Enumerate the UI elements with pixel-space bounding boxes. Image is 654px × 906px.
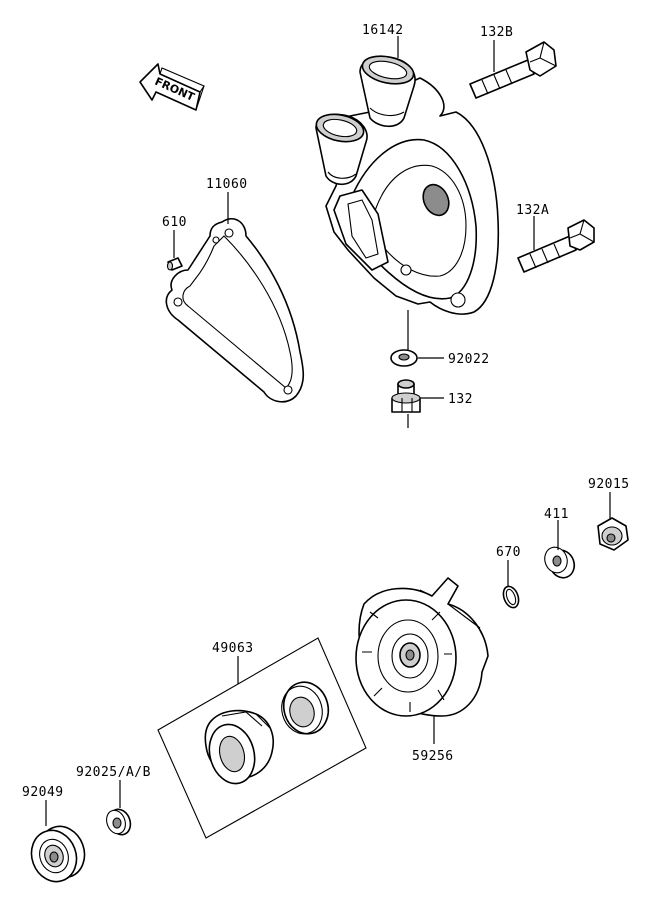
pump-cover (315, 55, 500, 315)
bolt-132a (517, 219, 595, 273)
cap-nut (597, 517, 629, 551)
label-670: 670 (496, 545, 521, 560)
part-labels: 16142 132B 11060 610 132A 92022 132 9201… (22, 23, 630, 800)
label-92025: 92025/A/B (76, 765, 151, 780)
drain-bolt-132 (391, 379, 421, 413)
bearing (30, 825, 86, 883)
label-132b: 132B (480, 25, 513, 40)
front-direction-arrow: FRONT (139, 63, 205, 111)
label-49063: 49063 (212, 641, 254, 656)
oil-seal (106, 808, 132, 836)
dowel-pin (166, 257, 183, 271)
seal-set (157, 637, 367, 839)
label-411: 411 (544, 507, 569, 522)
label-132a: 132A (516, 203, 549, 218)
label-16142: 16142 (362, 23, 404, 38)
gasket (165, 218, 305, 403)
label-610: 610 (162, 215, 187, 230)
label-11060: 11060 (206, 177, 248, 192)
washer-411 (544, 546, 576, 579)
label-92022: 92022 (448, 352, 490, 367)
leader-lines (45, 36, 611, 826)
label-92049: 92049 (22, 785, 64, 800)
label-92015: 92015 (588, 477, 630, 492)
label-59256: 59256 (412, 749, 454, 764)
impeller (355, 577, 489, 717)
washer-92022 (390, 349, 418, 367)
label-132: 132 (448, 392, 473, 407)
o-ring (502, 585, 520, 609)
bolt-132b (469, 41, 557, 99)
